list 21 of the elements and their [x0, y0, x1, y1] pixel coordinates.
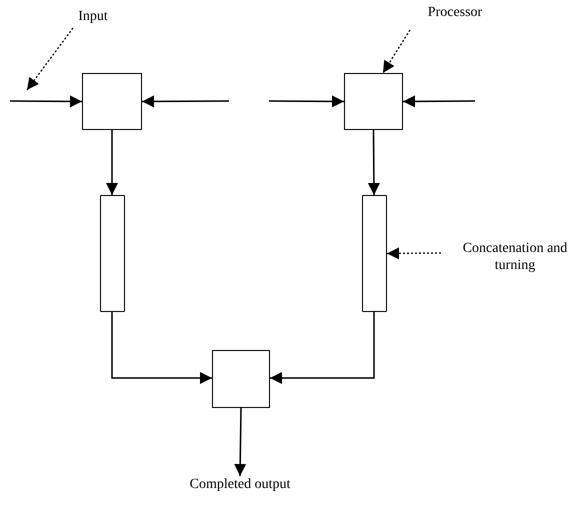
arrow — [111, 312, 212, 384]
buffer-bar — [100, 195, 125, 312]
leader-line — [382, 30, 411, 74]
arrow — [142, 95, 229, 108]
arrow — [234, 408, 246, 476]
arrow — [368, 130, 380, 195]
arrow — [403, 95, 475, 108]
node-label: Processor — [412, 4, 498, 24]
arrow — [106, 130, 118, 195]
leader-line — [387, 247, 441, 260]
buffer-bar — [362, 195, 387, 312]
arrow — [270, 312, 375, 384]
node-label: Concatenation and turning — [455, 240, 575, 278]
arrow — [10, 95, 82, 108]
node-label: Input — [68, 8, 118, 28]
process-box — [82, 73, 142, 130]
leader-line — [26, 28, 74, 90]
process-box — [212, 350, 270, 408]
process-box — [344, 73, 403, 130]
node-label: Completed output — [175, 476, 305, 496]
arrow — [269, 95, 344, 108]
